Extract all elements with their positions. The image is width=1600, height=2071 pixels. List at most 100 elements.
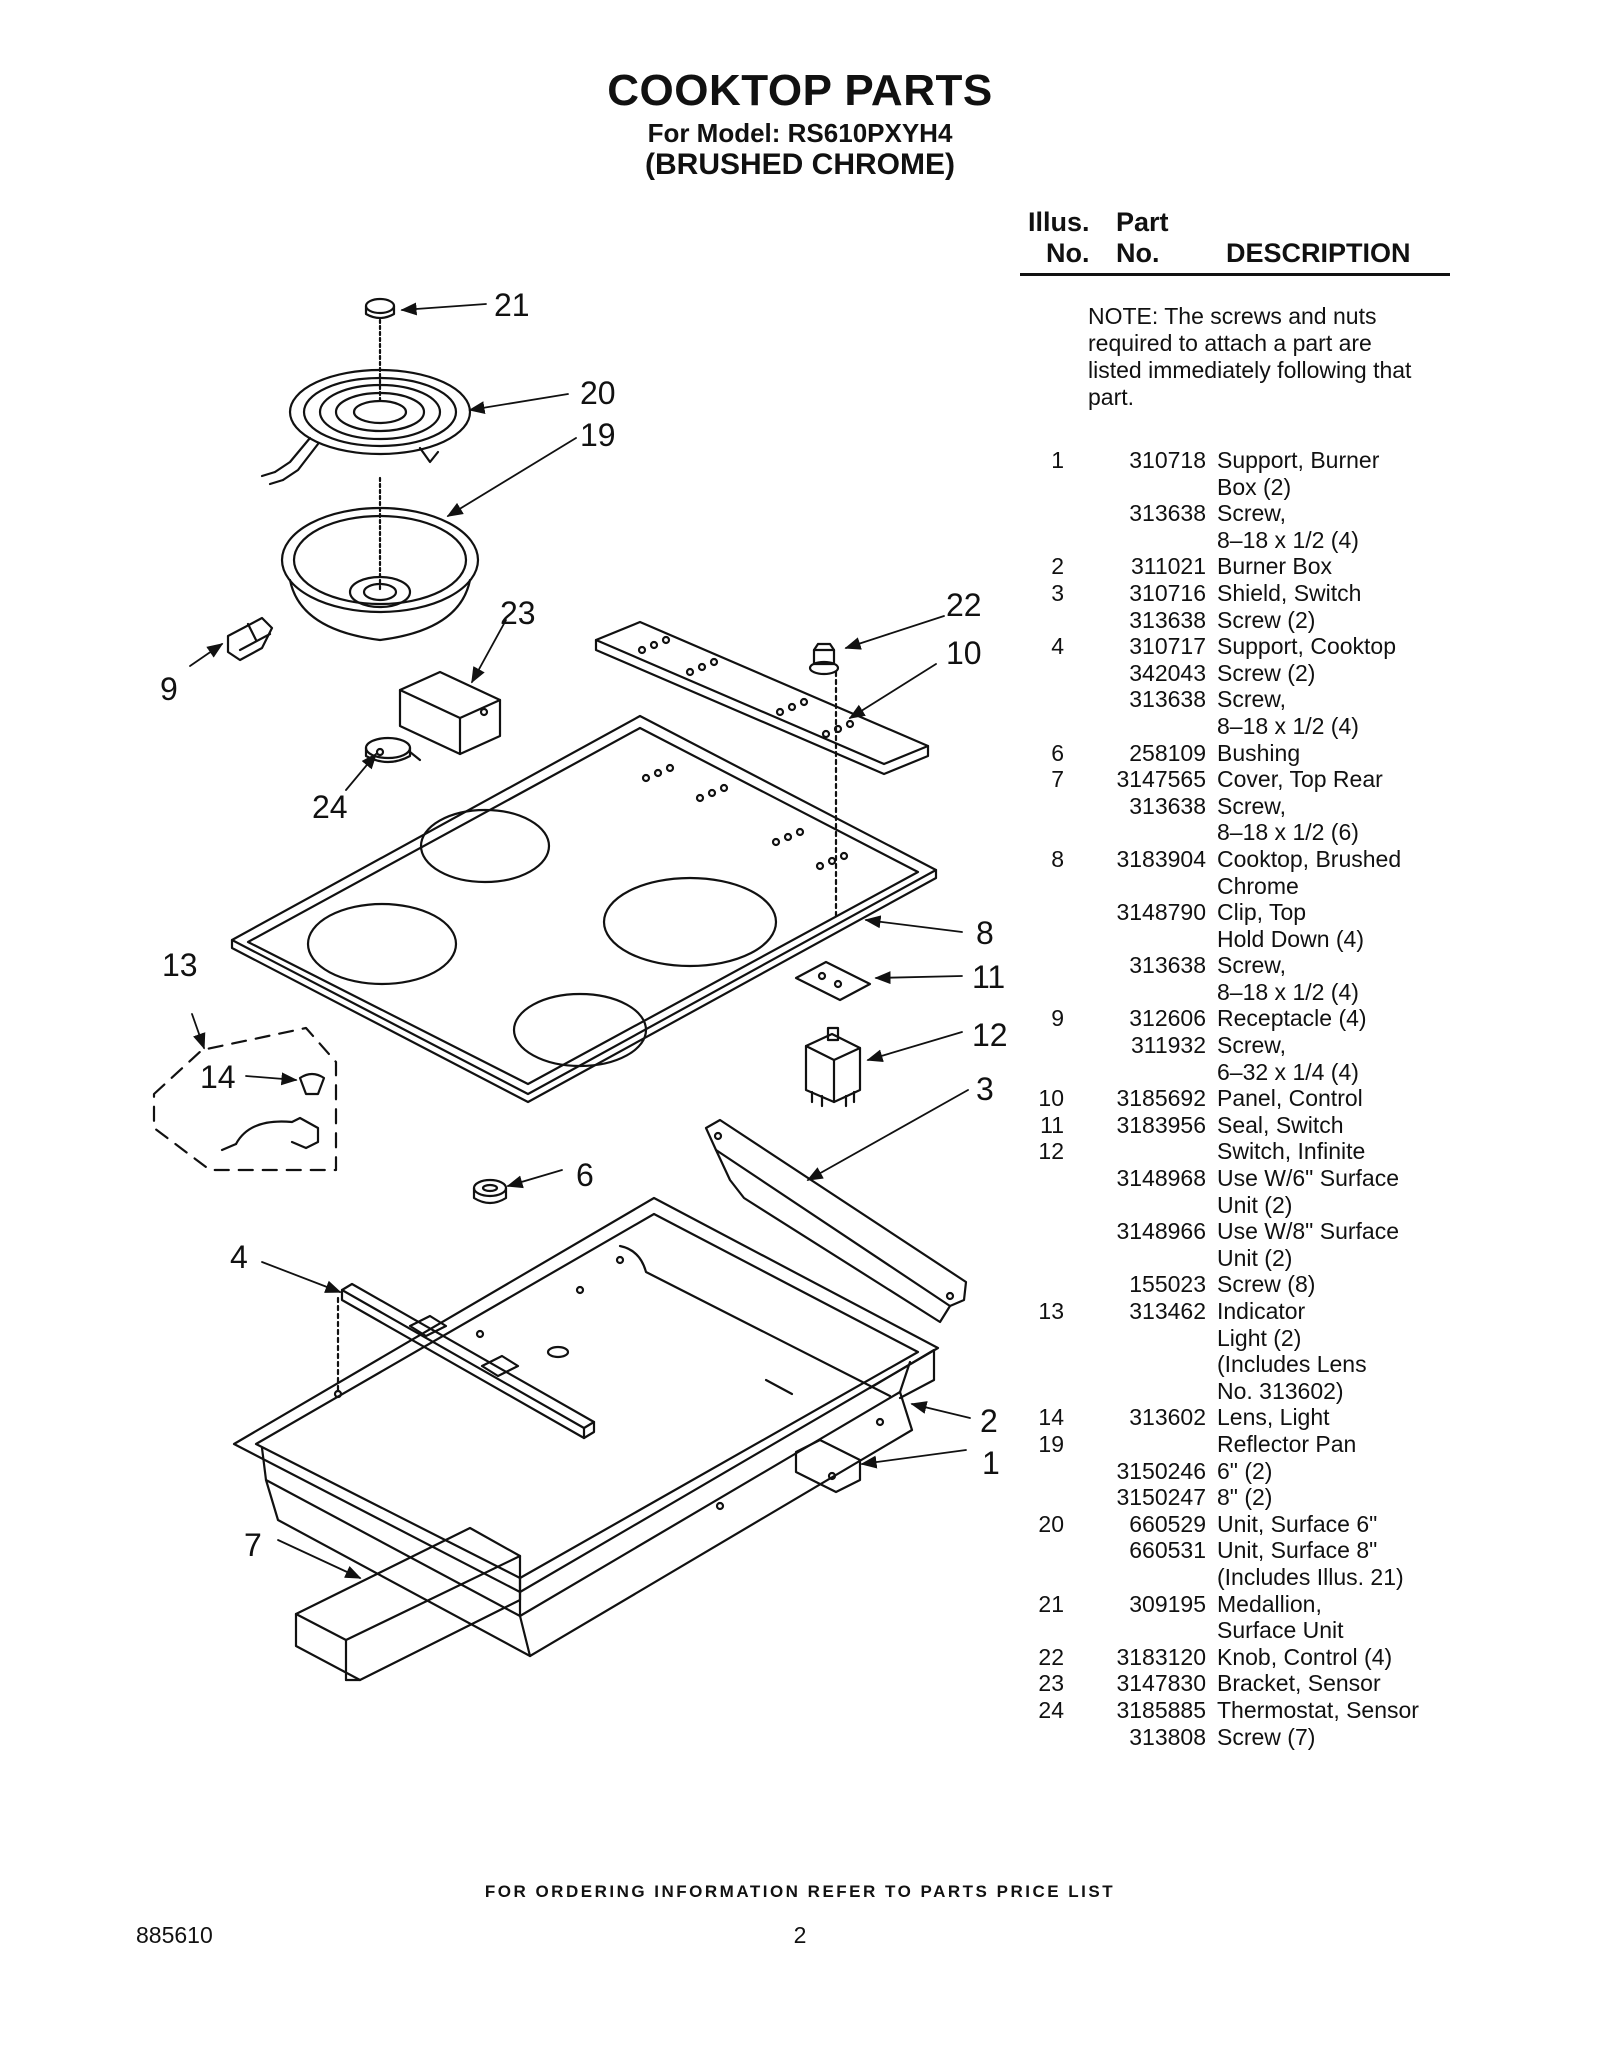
part-description: No. 313602): [1217, 1377, 1344, 1404]
burner-box-support-part: [794, 1438, 862, 1494]
part-description: 8–18 x 1/2 (4): [1217, 712, 1359, 739]
indicator-light-group: [152, 1026, 338, 1172]
model-line: For Model: RS610PXYH4: [647, 118, 953, 148]
part-number: 313638: [1129, 686, 1206, 713]
reflector-pan-part: [280, 476, 480, 642]
parts-row: (Includes Illus. 21): [1020, 1564, 1460, 1591]
callout-20: 20: [580, 375, 616, 411]
part-number: 3148968: [1116, 1165, 1206, 1192]
part-number: 313638: [1129, 606, 1206, 633]
part-description: Screw (7): [1217, 1723, 1316, 1750]
control-panel-part: [594, 620, 930, 776]
parts-table-header: Illus. No. Part No. DESCRIPTION: [1020, 205, 1450, 276]
illus-number: 23: [1038, 1670, 1064, 1697]
callout-22: 22: [946, 587, 982, 623]
top-rear-cover-part: [294, 1526, 522, 1682]
part-description: Screw,: [1217, 686, 1287, 713]
page-number: 2: [793, 1922, 807, 1948]
receptacle-part: [226, 616, 274, 662]
surface-unit-part: [260, 368, 472, 486]
illus-number: 1: [1051, 447, 1064, 473]
part-description: Clip, Top: [1217, 899, 1307, 926]
control-knob-part: [808, 642, 840, 922]
part-number: 313462: [1129, 1298, 1206, 1324]
part-number: 3148966: [1116, 1218, 1206, 1245]
part-description: (Includes Illus. 21): [1217, 1563, 1404, 1590]
part-description: 6" (2): [1217, 1457, 1273, 1484]
part-description: 8–18 x 1/2 (4): [1217, 978, 1359, 1005]
illus-number: 19: [1038, 1430, 1064, 1457]
document-number: 885610: [136, 1922, 213, 1948]
cooktop-part: [230, 714, 938, 1104]
part-number: 309195: [1129, 1590, 1206, 1617]
callout-labels: 21 20 19 23 22 10 9 24 8 13 11 12 14 3 6…: [160, 287, 1008, 1563]
part-number: 342043: [1129, 659, 1206, 686]
parts-row: 3148790 Clip, Top: [1020, 899, 1460, 926]
burner-box-part: [232, 1196, 940, 1658]
part-description: Unit (2): [1217, 1244, 1293, 1271]
part-number: 311021: [1130, 553, 1206, 580]
part-description: Reflector Pan: [1217, 1430, 1357, 1457]
bracket-sensor-part: [398, 670, 502, 756]
part-description: Switch, Infinite: [1217, 1138, 1366, 1165]
illus-number: 12: [1038, 1138, 1064, 1165]
callout-3: 3: [976, 1071, 994, 1107]
callout-24: 24: [312, 789, 348, 825]
callout-4: 4: [230, 1239, 248, 1275]
part-number: 3148790: [1116, 899, 1206, 926]
thermostat-sensor-part: [364, 736, 422, 764]
part-number: 312606: [1129, 1005, 1206, 1032]
part-number: 3150247: [1116, 1484, 1206, 1511]
parts-row: Box (2): [1020, 474, 1460, 501]
callout-9: 9: [160, 671, 178, 707]
part-description: Hold Down (4): [1217, 925, 1364, 952]
illus-number: 7: [1051, 766, 1064, 793]
part-description: Screw,: [1217, 500, 1287, 527]
switch-seal-part: [794, 960, 872, 1002]
illus-number: 22: [1038, 1643, 1064, 1670]
part-header-top: Part: [1116, 207, 1169, 237]
part-number: 311932: [1130, 1032, 1206, 1059]
callout-7: 7: [244, 1527, 262, 1563]
illus-number: 24: [1038, 1696, 1064, 1723]
ordering-note: FOR ORDERING INFORMATION REFER TO PARTS …: [484, 1882, 1116, 1901]
callout-11: 11: [972, 959, 1005, 995]
part-number: 3183120: [1116, 1643, 1206, 1670]
part-description: 8–18 x 1/2 (4): [1217, 526, 1359, 553]
parts-row: 19 Reflector Pan: [1020, 1431, 1460, 1458]
part-number: 310716: [1129, 579, 1206, 606]
page-title: COOKTOP PARTS: [607, 66, 993, 115]
cooktop-support-part: [333, 1282, 596, 1440]
illus-number: 10: [1038, 1085, 1064, 1112]
parts-row: 8–18 x 1/2 (4): [1020, 979, 1460, 1006]
part-description: Screw (8): [1217, 1271, 1316, 1298]
part-description: Cooktop, Brushed: [1217, 845, 1402, 872]
parts-row: No. 313602): [1020, 1378, 1460, 1405]
callout-10: 10: [946, 635, 982, 671]
part-description: Use W/8" Surface: [1217, 1218, 1400, 1245]
illus-number: 6: [1051, 739, 1064, 766]
part-description: Unit, Surface 8": [1217, 1537, 1378, 1564]
part-description: Cover, Top Rear: [1217, 766, 1383, 793]
callout-14: 14: [200, 1059, 236, 1095]
callout-6: 6: [576, 1157, 594, 1193]
callout-19: 19: [580, 417, 616, 453]
part-description: 6–32 x 1/4 (4): [1217, 1058, 1359, 1085]
switch-shield-part: [704, 1118, 968, 1324]
callout-12: 12: [972, 1017, 1008, 1053]
parts-row: (Includes Lens: [1020, 1351, 1460, 1378]
